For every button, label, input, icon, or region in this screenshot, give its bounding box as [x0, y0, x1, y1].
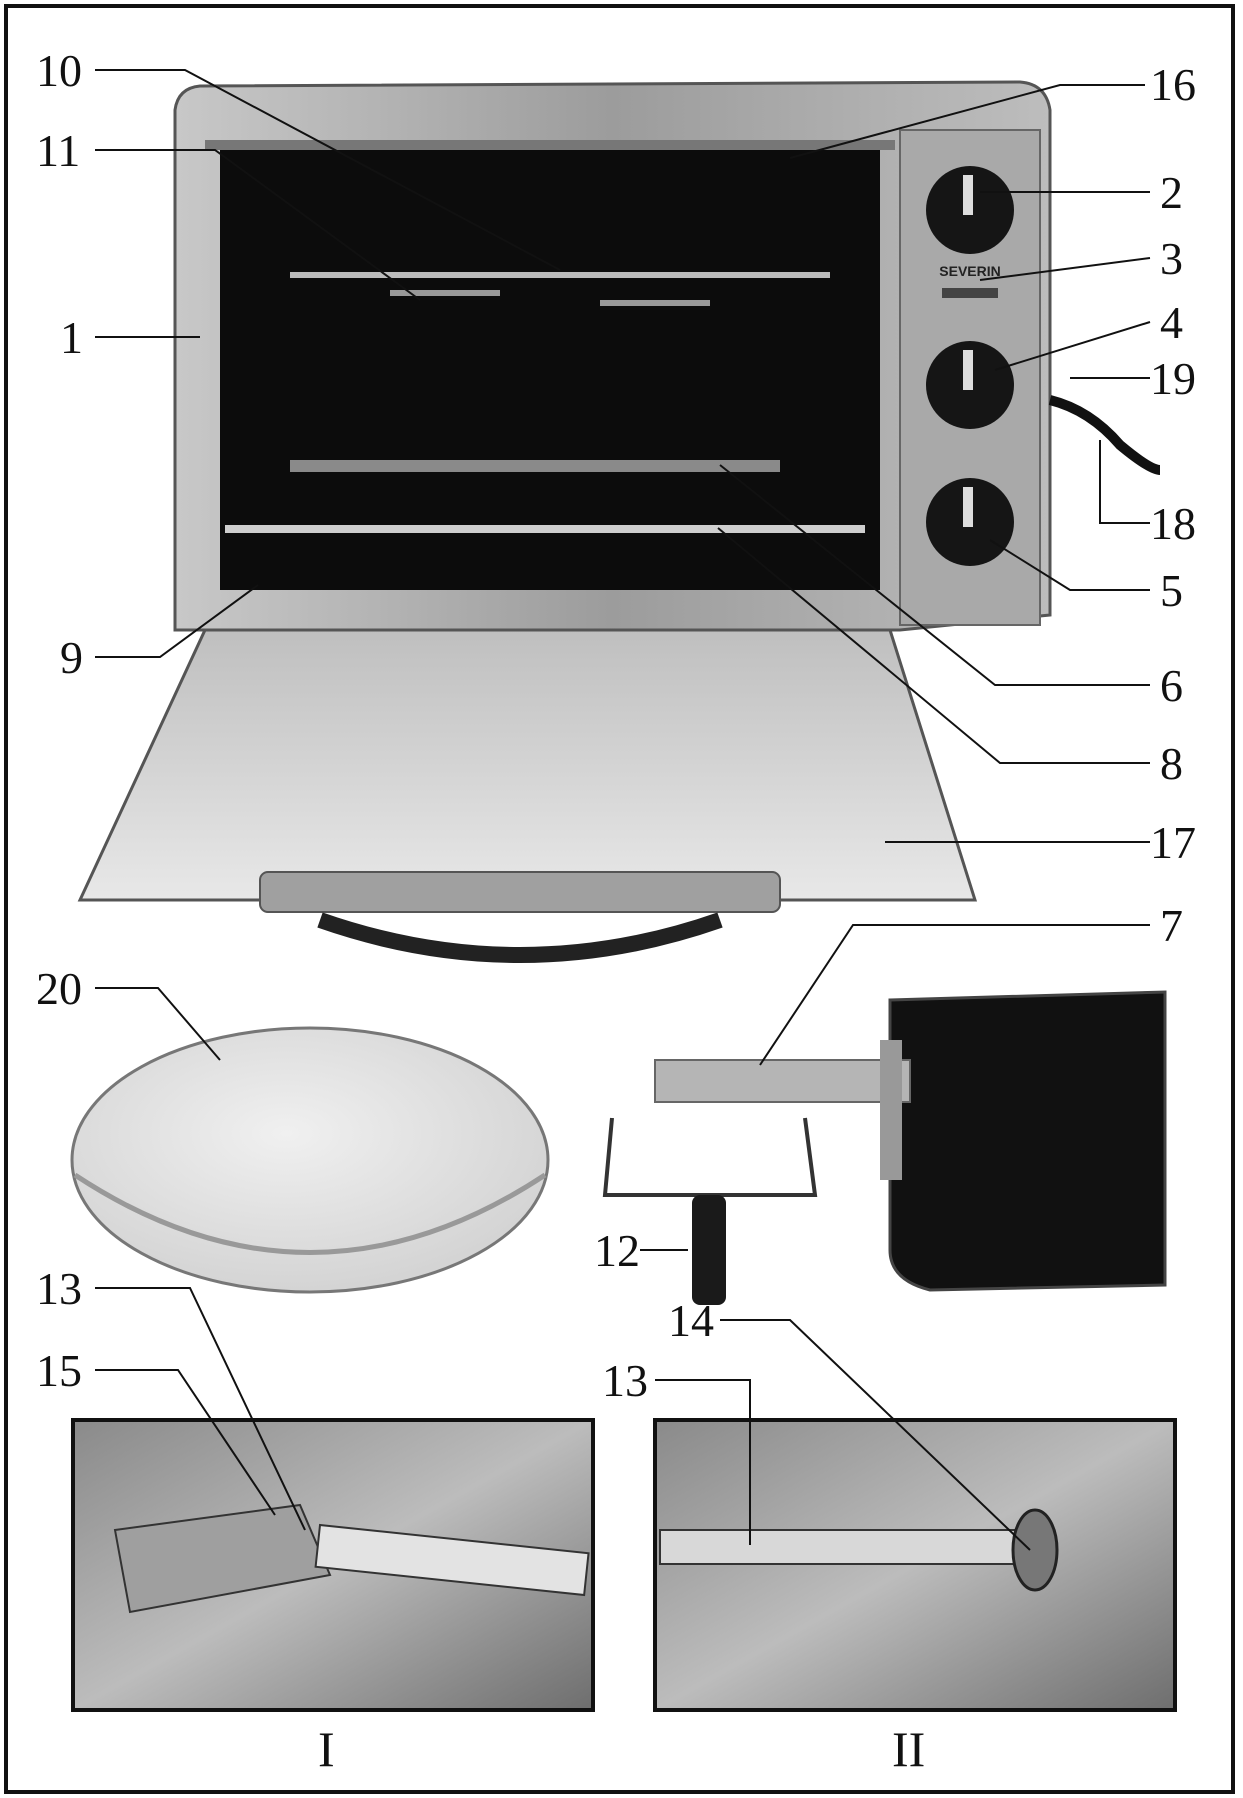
- callout-3: 3: [1160, 233, 1183, 284]
- door-handle: [259, 871, 781, 913]
- callout-20: 20: [36, 963, 82, 1014]
- callout-2: 2: [1160, 167, 1183, 218]
- callout-13-right: 13: [602, 1355, 648, 1406]
- indicator-lamp: [942, 288, 998, 298]
- wire-rack: [225, 525, 865, 533]
- callout-17: 17: [1150, 817, 1196, 868]
- pizza-stone: [70, 1026, 550, 1294]
- inset-caption-left: I: [318, 1721, 335, 1777]
- callout-1: 1: [60, 312, 83, 363]
- rotisserie-spit: [290, 272, 830, 278]
- callout-16: 16: [1150, 59, 1196, 110]
- callout-4: 4: [1160, 297, 1183, 348]
- drip-tray-with-handle: [654, 990, 1167, 1292]
- callout-19: 19: [1150, 353, 1196, 404]
- leader-lines: [95, 69, 1151, 1551]
- oven-cavity: [220, 150, 880, 590]
- callout-10: 10: [36, 45, 82, 96]
- callout-13-left: 13: [36, 1263, 82, 1314]
- callout-14: 14: [668, 1295, 714, 1346]
- outer-frame: [4, 4, 1235, 1794]
- oven: SEVERIN: [77, 80, 1161, 963]
- callout-15: 15: [36, 1345, 82, 1396]
- callout-6: 6: [1160, 660, 1183, 711]
- baking-tray: [290, 460, 780, 472]
- tray-lifter: [602, 1117, 818, 1305]
- callout-12: 12: [594, 1225, 640, 1276]
- callout-9: 9: [60, 632, 83, 683]
- callout-5: 5: [1160, 565, 1183, 616]
- inset-caption-right: II: [892, 1721, 926, 1777]
- callout-7: 7: [1160, 900, 1183, 951]
- brand-logo: SEVERIN: [939, 263, 1000, 279]
- power-cord: [1048, 395, 1161, 475]
- callout-18: 18: [1150, 498, 1196, 549]
- callout-8: 8: [1160, 738, 1183, 789]
- callout-11: 11: [36, 125, 81, 176]
- glass-door: [77, 628, 978, 902]
